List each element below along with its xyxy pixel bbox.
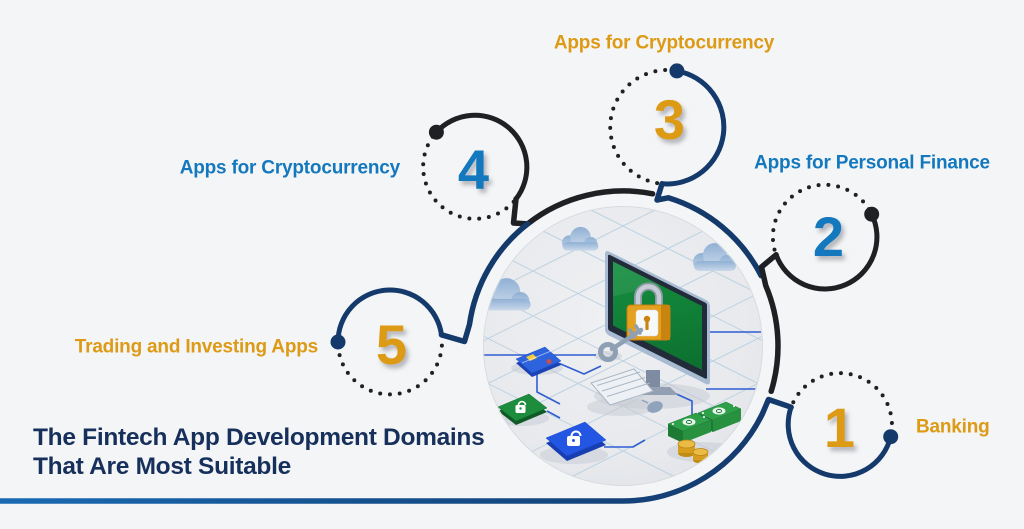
step-label-trading-investing: Trading and Investing Apps <box>74 336 318 358</box>
step-circle-1 <box>785 371 899 479</box>
step-number-3: 3 <box>653 88 685 151</box>
keyboard-icon <box>590 368 654 406</box>
page-title-line2: That Are Most Suitable <box>33 453 291 480</box>
page-title: The Fintech App Development Domains That… <box>33 423 485 481</box>
step-circle-5 <box>330 287 444 397</box>
credit-card-icon <box>515 346 562 377</box>
step-label-cryptocurrency-top: Apps for Cryptocurrency <box>553 32 775 54</box>
connector-dot <box>669 63 685 79</box>
connector-dot <box>428 124 444 140</box>
ring-segment-top-right <box>654 181 764 279</box>
step-circle-2 <box>770 182 880 292</box>
step-circle-3 <box>608 63 727 187</box>
step-number-1: 1 <box>823 396 855 459</box>
key-icon <box>598 324 644 362</box>
step-number-5: 5 <box>375 313 407 376</box>
connector-dot <box>883 429 899 445</box>
coin-icon <box>677 439 709 464</box>
mouse-icon <box>641 399 663 413</box>
step-label-banking: Banking <box>916 416 990 438</box>
step-circle-4 <box>421 112 530 221</box>
center-illustration <box>483 206 763 486</box>
bottom-swoosh-line <box>0 396 794 504</box>
step-label-personal-finance: Apps for Personal Finance <box>754 152 990 174</box>
ring-segment-right <box>758 252 781 395</box>
banknote-icon <box>667 401 742 443</box>
credit-card-icon <box>545 421 607 461</box>
page-title-line1: The Fintech App Development Domains <box>33 424 485 451</box>
step-label-cryptocurrency-left: Apps for Cryptocurrency <box>179 157 400 179</box>
ring-segment-left <box>438 221 531 345</box>
credit-card-icon <box>497 393 548 425</box>
step-number-4: 4 <box>457 138 489 201</box>
connector-dot <box>864 206 880 222</box>
connector-ring <box>0 181 794 504</box>
connector-dot <box>330 334 346 350</box>
step-number-2: 2 <box>812 205 844 268</box>
